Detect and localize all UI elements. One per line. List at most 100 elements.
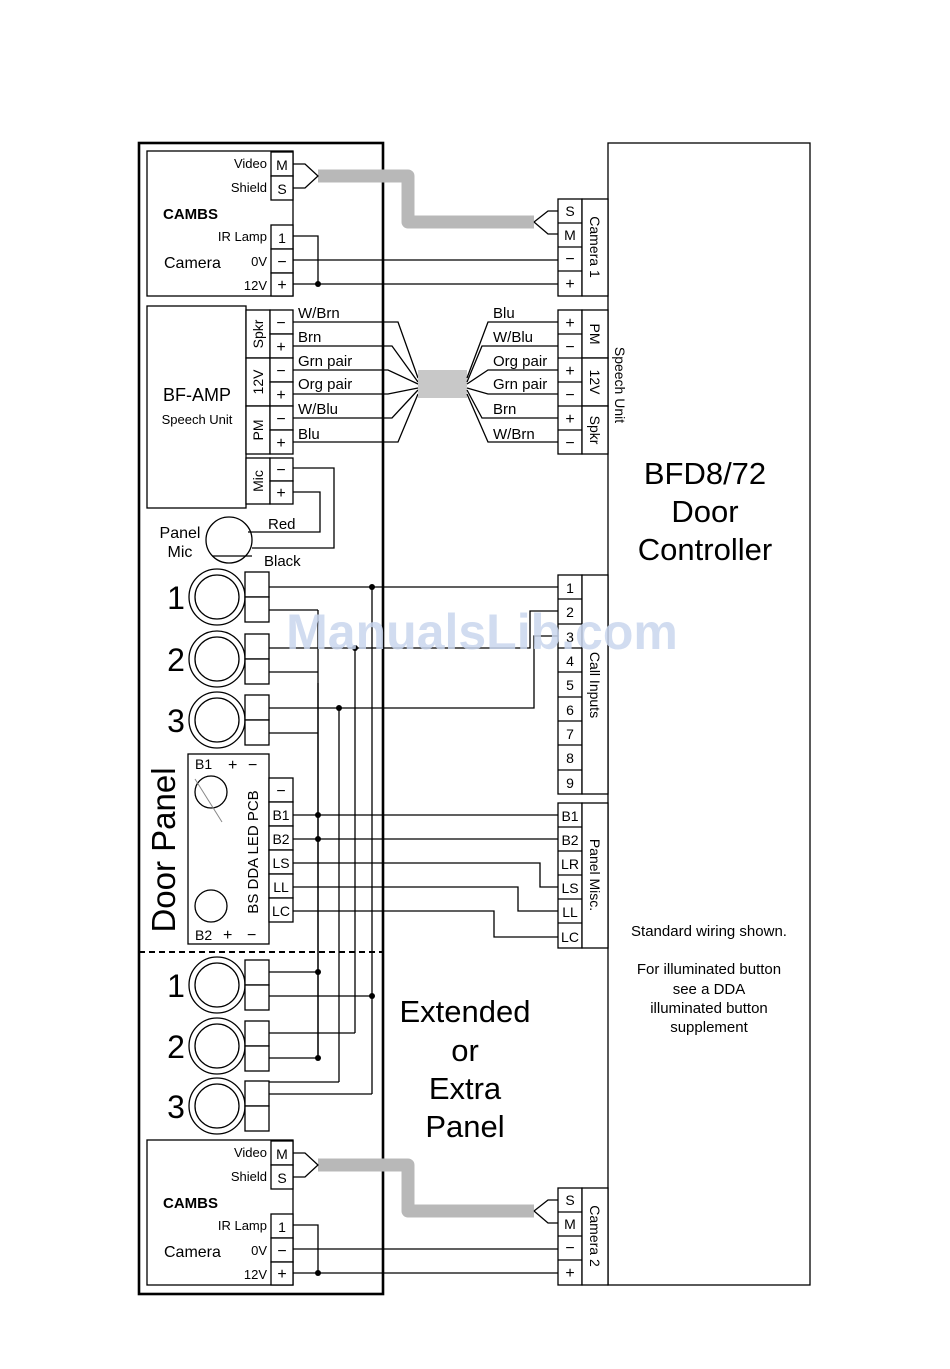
svg-text:Org pair: Org pair (493, 353, 547, 370)
controller-note-2a: For illuminated button (637, 961, 781, 978)
svg-text:S: S (277, 1170, 286, 1186)
svg-text:Shield: Shield (231, 1169, 267, 1184)
svg-text:Video: Video (234, 1145, 267, 1160)
svg-text:1: 1 (167, 968, 185, 1004)
camera-top-term-s: S (277, 181, 286, 197)
extended-title-3: Extra (429, 1071, 502, 1106)
camera1-term-m: M (564, 227, 576, 243)
amp-wire-labels-right: Blu W/Blu Org pair Grn pair Brn W/Brn (493, 305, 547, 443)
svg-text:+: + (228, 757, 237, 774)
camera-bottom-name: Camera (164, 1244, 221, 1261)
camera-top-term-plus: + (277, 277, 286, 294)
controller-frame (607, 142, 811, 1286)
svg-text:−: − (276, 363, 285, 380)
svg-text:+: + (277, 1266, 286, 1283)
bf-amp: BF-AMP Speech Unit Spkr 12V PM Mic − + −… (146, 305, 294, 509)
extended-title-1: Extended (400, 994, 531, 1029)
svg-text:LL: LL (562, 904, 578, 920)
svg-text:−: − (276, 315, 285, 332)
svg-text:−: − (276, 462, 285, 479)
camera1-term-plus: + (565, 276, 574, 293)
amp-wire-labels-left: W/Brn Brn Grn pair Org pair W/Blu Blu (298, 305, 352, 443)
svg-text:3: 3 (167, 703, 185, 739)
controller-note-2b: see a DDA (673, 981, 746, 998)
svg-text:−: − (276, 411, 285, 428)
extended-buttons: 1 2 3 (167, 956, 270, 1135)
controller-note-2c: illuminated button (650, 1000, 768, 1017)
svg-text:IR Lamp: IR Lamp (218, 1218, 267, 1233)
svg-text:LC: LC (561, 929, 579, 945)
svg-text:Mic: Mic (168, 544, 193, 561)
camera-top-12v-label: 12V (244, 278, 267, 293)
speech-unit-label: Speech Unit (612, 347, 628, 423)
svg-text:−: − (247, 927, 256, 944)
call-inputs-label: Call Inputs (587, 652, 603, 718)
svg-text:3: 3 (566, 629, 574, 645)
camera-top-shield-label: Shield (231, 180, 267, 195)
amp-wire-wbrn: W/Brn (298, 305, 340, 322)
extended-title-2: or (451, 1033, 479, 1068)
amp-wire-brn: Brn (298, 329, 321, 346)
call-inputs-terminals: 1 2 3 4 5 6 7 8 9 Call Inputs (557, 574, 609, 795)
amp-wire-org: Org pair (298, 376, 352, 393)
camera-bottom: M S 1 − + Video Shield CAMBS IR Lamp Cam… (146, 1139, 294, 1286)
svg-text:B1: B1 (561, 808, 578, 824)
svg-text:+: + (565, 363, 574, 380)
svg-text:LR: LR (561, 856, 579, 872)
svg-text:+: + (565, 315, 574, 332)
svg-text:Brn: Brn (493, 401, 516, 418)
mic-black-label: Black (264, 553, 301, 570)
speech-terminals: + − + − + − PM 12V Spkr Speech Unit (557, 309, 628, 455)
door-button-2: 2 (167, 630, 270, 688)
svg-text:Panel: Panel (160, 525, 201, 542)
svg-text:LC: LC (272, 903, 290, 919)
svg-text:2: 2 (566, 604, 574, 620)
camera1-term-s: S (565, 203, 574, 219)
svg-text:−: − (565, 339, 574, 356)
amp-wire-grn: Grn pair (298, 353, 352, 370)
amp-mic-label: Mic (250, 470, 266, 492)
svg-text:−: − (248, 757, 257, 774)
door-panel-title: Door Panel (145, 767, 182, 932)
svg-text:6: 6 (566, 702, 574, 718)
amp-name: BF-AMP (163, 385, 231, 405)
svg-text:W/Blu: W/Blu (493, 329, 533, 346)
camera-top-irlamp-label: IR Lamp (218, 229, 267, 244)
led-b2-label: B2 (195, 927, 212, 943)
camera1-label: Camera 1 (587, 216, 603, 278)
svg-text:Blu: Blu (493, 305, 515, 322)
camera-top-term-1: 1 (278, 230, 286, 246)
svg-text:7: 7 (566, 726, 574, 742)
extended-button-2: 2 (167, 1017, 270, 1075)
svg-text:B1: B1 (272, 807, 289, 823)
controller-title-3: Controller (638, 532, 772, 567)
camera2-coax (318, 1158, 534, 1218)
panel-mic: Panel Mic Red Black (160, 516, 302, 570)
camera-top: M S 1 − + Video Shield CAMBS IR Lamp Cam… (146, 150, 294, 297)
svg-text:5: 5 (566, 677, 574, 693)
svg-text:1: 1 (278, 1219, 286, 1235)
controller-title-2: Door (671, 494, 738, 529)
camera-top-term-m: M (276, 157, 288, 173)
svg-text:−: − (565, 435, 574, 452)
led-pcb: B1 + − B2 + − BS DDA LED PCB − B1 B2 LS … (187, 753, 294, 945)
svg-text:+: + (276, 387, 285, 404)
svg-text:−: − (565, 387, 574, 404)
speech-group-spkr: Spkr (587, 416, 603, 445)
controller-note: Standard wiring shown. (631, 923, 787, 940)
svg-text:W/Brn: W/Brn (493, 426, 535, 443)
led-pcb-title: BS DDA LED PCB (245, 790, 262, 913)
svg-text:−: − (565, 1240, 574, 1257)
camera2-label: Camera 2 (587, 1205, 603, 1267)
camera1-coax (318, 169, 534, 229)
camera-top-term-minus: − (277, 254, 286, 271)
svg-text:LL: LL (273, 879, 289, 895)
svg-text:+: + (276, 435, 285, 452)
door-panel-frame (137, 141, 385, 1296)
svg-text:4: 4 (566, 653, 574, 669)
mic-red-label: Red (268, 516, 296, 533)
svg-text:1: 1 (566, 580, 574, 596)
camera1-term-minus: − (565, 251, 574, 268)
led-b1-label: B1 (195, 756, 212, 772)
